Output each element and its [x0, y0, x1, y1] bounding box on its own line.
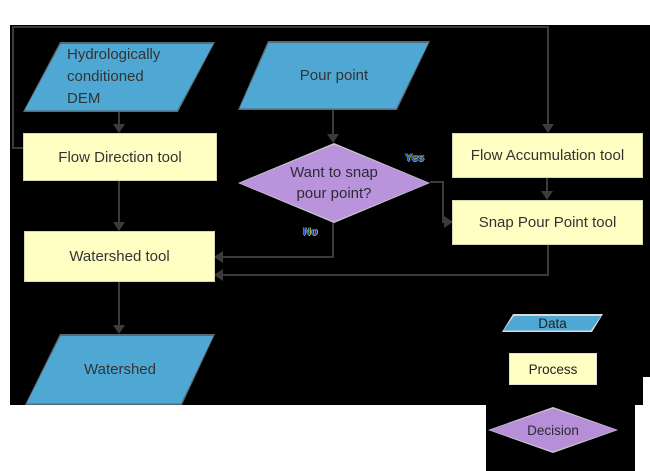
- node-watershed-tool: Watershed tool: [24, 231, 215, 282]
- node-watershed: Watershed: [25, 334, 215, 405]
- arrowhead-icon: [214, 269, 223, 281]
- node-hydro-dem: Hydrologically conditioned DEM: [23, 42, 215, 112]
- connector-no-h: [222, 256, 334, 258]
- legend-decision-shape: Decision: [488, 407, 618, 453]
- arrowhead-icon: [113, 124, 125, 133]
- connector-flowdir-flowacc-down: [547, 26, 549, 124]
- legend-data-label: Data: [538, 315, 567, 331]
- legend-process-label: Process: [528, 361, 578, 377]
- legend-decision-label: Decision: [527, 422, 579, 438]
- legend-process-shape: Process: [509, 353, 597, 385]
- node-label: Hydrologically conditioned DEM: [67, 46, 161, 107]
- connector-flowdir-flowacc-top: [12, 26, 549, 28]
- node-label: Flow Direction tool: [58, 148, 182, 166]
- arrowhead-icon: [214, 251, 223, 263]
- connector-flowacc-snap: [546, 177, 548, 193]
- arrowhead-icon: [541, 191, 553, 200]
- arrowhead-icon: [542, 124, 554, 133]
- connector-flowdir-flowacc-stub: [12, 147, 23, 149]
- connector-yes-h1: [430, 181, 444, 183]
- arrowhead-icon: [444, 216, 453, 228]
- node-label: Watershed: [84, 361, 156, 378]
- connector-snap-watershedtool-h: [222, 274, 549, 276]
- node-flow-accumulation-tool: Flow Accumulation tool: [452, 133, 643, 178]
- node-label: Pour point: [299, 67, 369, 84]
- connector-dem-flowdirection: [118, 112, 120, 127]
- connector-yes-v: [442, 181, 444, 223]
- decision-want-to-snap: Want to snap pour point?: [238, 143, 430, 223]
- connector-pourpoint-decision: [332, 110, 334, 135]
- node-flow-direction-tool: Flow Direction tool: [23, 133, 217, 181]
- edge-label-yes: Yes: [405, 152, 425, 164]
- node-snap-pour-point-tool: Snap Pour Point tool: [452, 200, 643, 245]
- arrowhead-icon: [327, 134, 339, 143]
- node-label: Flow Accumulation tool: [470, 147, 625, 164]
- connector-flowdir-watershedtool: [118, 181, 120, 225]
- node-pour-point: Pour point: [238, 41, 430, 110]
- node-label: Snap Pour Point tool: [478, 214, 617, 231]
- node-label: Watershed tool: [69, 248, 170, 265]
- connector-flowdir-flowacc-left: [12, 26, 14, 149]
- edge-label-no: No: [303, 226, 319, 238]
- legend-data-shape: Data: [502, 314, 603, 332]
- node-label: Want to snap pour point?: [290, 164, 378, 202]
- arrowhead-icon: [113, 222, 125, 231]
- connector-no-v: [332, 222, 334, 258]
- arrowhead-icon: [113, 325, 125, 334]
- connector-watershedtool-watershed: [118, 282, 120, 328]
- connector-snap-watershedtool-v: [547, 245, 549, 276]
